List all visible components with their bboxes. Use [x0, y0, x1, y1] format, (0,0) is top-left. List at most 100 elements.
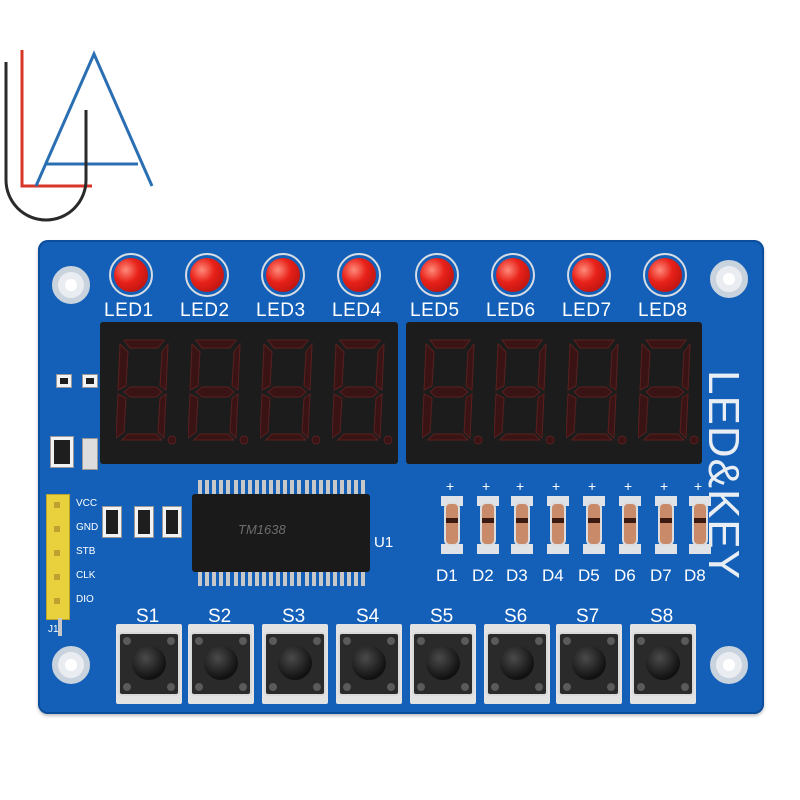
led-2 [190, 258, 224, 292]
diode-4 [550, 502, 566, 546]
switch-corner [417, 683, 425, 691]
chip-pin [332, 480, 337, 494]
diode-band [588, 518, 600, 523]
diode-polarity-mark: + [694, 478, 703, 494]
switch-cap [426, 646, 460, 680]
diode-pad [655, 496, 677, 506]
mounting-hole [52, 266, 90, 304]
chip-pin [261, 480, 266, 494]
chip-pin [269, 572, 273, 586]
chip-pin [198, 572, 202, 586]
chip-pin [247, 480, 252, 494]
tactile-switch-2[interactable] [190, 632, 252, 696]
diode-6 [622, 502, 638, 546]
smd-resistor [102, 506, 122, 538]
tactile-switch-8[interactable] [632, 632, 694, 696]
switch-label: S4 [356, 606, 380, 627]
led-4 [342, 258, 376, 292]
header-pin [54, 550, 60, 556]
switch-corner [343, 637, 351, 645]
chip-pin [318, 572, 323, 586]
diode-band [694, 518, 706, 523]
led-ring [567, 253, 611, 297]
pin-header-label: J1 [48, 624, 59, 635]
chip-pin [212, 480, 217, 494]
chip-pin [297, 572, 302, 586]
diode-label: D4 [542, 566, 564, 585]
switch-cap [500, 646, 534, 680]
seven-segment-digit [422, 336, 484, 448]
led-ring [643, 253, 687, 297]
mounting-hole [710, 260, 748, 298]
seven-segment-digit [116, 336, 178, 448]
switch-label: S1 [136, 606, 160, 627]
chip-pin [233, 480, 238, 494]
chip-pin [347, 480, 352, 494]
seven-segment-digit [566, 336, 628, 448]
chip-pin [361, 480, 366, 494]
led-ring [415, 253, 459, 297]
diode-pad [583, 496, 605, 506]
tactile-switch-1[interactable] [118, 632, 180, 696]
diode-label: D1 [436, 566, 458, 585]
header-pin-lead [58, 618, 62, 636]
diode-3 [514, 502, 530, 546]
diode-band [446, 518, 458, 523]
header-pin-label: CLK [76, 570, 96, 581]
chip-pin [290, 572, 295, 586]
led-3 [266, 258, 300, 292]
switch-cap [352, 646, 386, 680]
chip-pin [297, 480, 302, 494]
led-label: LED7 [562, 300, 612, 321]
diode-label: D2 [472, 566, 494, 585]
chip-pin [311, 572, 316, 586]
diode-band [624, 518, 636, 523]
diode-band [482, 518, 494, 523]
tactile-switch-4[interactable] [338, 632, 400, 696]
diode-pad [511, 544, 533, 554]
diode-polarity-mark: + [552, 478, 561, 494]
header-pin-label: STB [76, 546, 96, 557]
tactile-switch-3[interactable] [264, 632, 326, 696]
switch-corner [167, 637, 175, 645]
smd-component [82, 438, 98, 470]
smd-component [82, 374, 98, 388]
header-pin-label: GND [76, 522, 99, 533]
led-7 [572, 258, 606, 292]
switch-corner [491, 683, 499, 691]
diode-pad [689, 496, 711, 506]
switch-cap [646, 646, 680, 680]
mounting-hole [52, 646, 90, 684]
chip-pin [254, 572, 259, 586]
diode-pad [547, 496, 569, 506]
chip-pin [340, 572, 344, 586]
smd-resistor [50, 436, 74, 468]
led-ring [109, 253, 153, 297]
tactile-switch-5[interactable] [412, 632, 474, 696]
led-6 [496, 258, 530, 292]
switch-corner [313, 683, 321, 691]
diode-pad [619, 544, 641, 554]
diode-label: D3 [506, 566, 528, 585]
diode-1 [444, 502, 460, 546]
switch-corner [239, 683, 247, 691]
switch-corner [461, 683, 469, 691]
chip-pin [219, 480, 224, 494]
switch-corner [239, 637, 247, 645]
led-label: LED6 [486, 300, 536, 321]
tactile-switch-6[interactable] [486, 632, 548, 696]
chip-pin [304, 572, 309, 586]
chip-pin [311, 480, 316, 494]
switch-corner [343, 683, 351, 691]
tactile-switch-7[interactable] [558, 632, 620, 696]
chip-pin [318, 480, 323, 494]
header-pin [54, 502, 60, 508]
diode-pad [655, 544, 677, 554]
seven-segment-digit [332, 336, 394, 448]
switch-corner [123, 637, 131, 645]
diode-7 [658, 502, 674, 546]
switch-corner [269, 683, 277, 691]
seven-segment-digit [638, 336, 700, 448]
chip-pin [254, 480, 259, 494]
